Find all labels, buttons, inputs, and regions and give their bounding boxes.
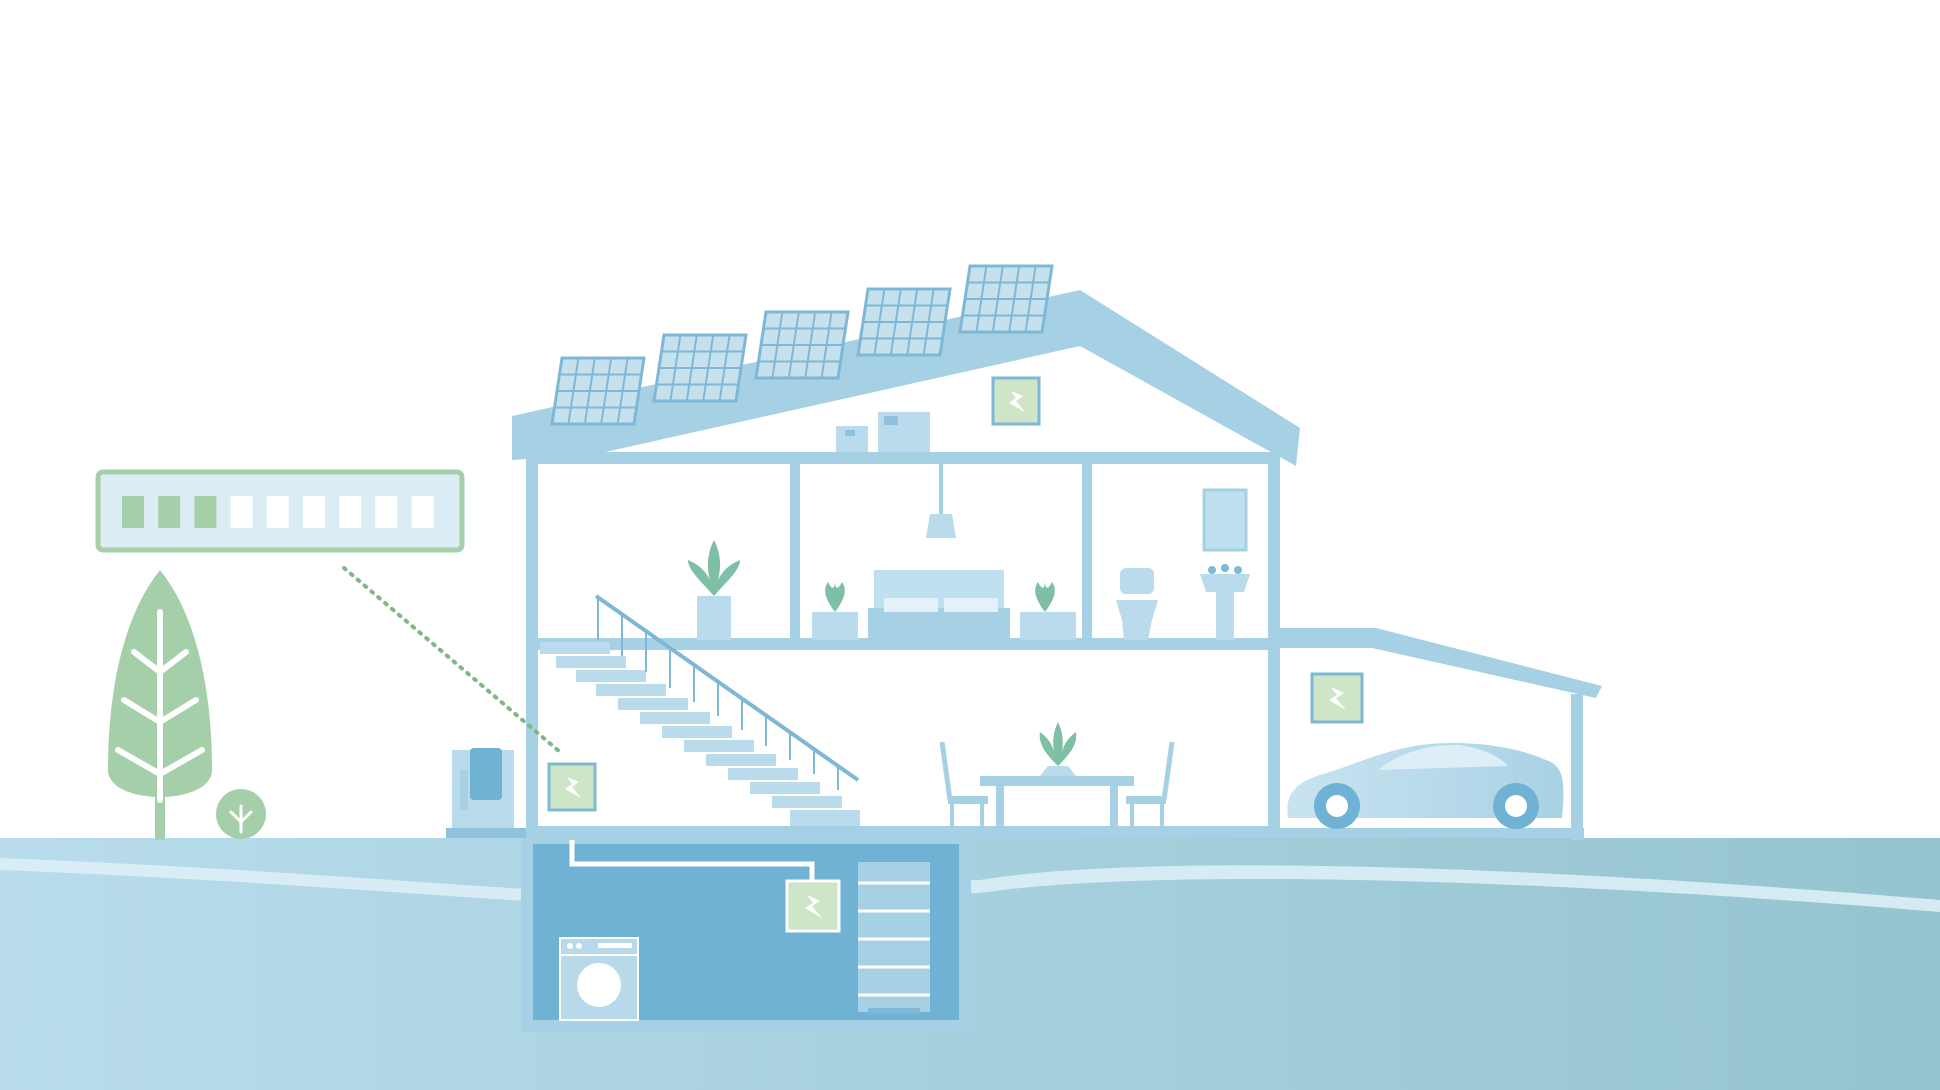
basement	[521, 832, 971, 1032]
mirror-icon	[1202, 488, 1248, 552]
solar-panel-icon	[550, 356, 646, 426]
gauge-segment-empty	[411, 496, 434, 528]
toilet-icon	[1116, 568, 1158, 640]
gauge-segment-empty	[230, 496, 253, 528]
connection-dotted-line	[342, 566, 562, 754]
solar-panel-icon	[652, 333, 748, 403]
heat-pump-icon	[446, 748, 526, 838]
plant-icon	[688, 540, 740, 640]
gauge-segment-empty	[303, 496, 325, 528]
gauge-segment-filled	[158, 496, 181, 528]
tree-icon	[108, 570, 212, 840]
bedroom	[812, 464, 1076, 640]
gauge-segment-empty	[266, 496, 289, 528]
plant-icon	[1039, 722, 1077, 776]
battery-stack-icon	[858, 862, 930, 1014]
gauge-segment-filled	[122, 496, 144, 528]
shrub-icon	[216, 789, 266, 839]
sink-icon	[1200, 564, 1250, 640]
solar-panel-icon	[958, 264, 1054, 334]
chair-icon	[1126, 741, 1175, 826]
garage-energy-monitor	[1310, 672, 1364, 724]
lightning-icon	[1009, 391, 1025, 412]
basement-energy-monitor	[785, 879, 841, 933]
gauge-segment-filled	[194, 496, 217, 528]
attic-energy-monitor	[991, 376, 1041, 426]
bathroom	[1116, 488, 1250, 640]
lightning-icon	[565, 777, 581, 798]
staircase	[540, 594, 860, 826]
lightning-icon	[805, 895, 822, 918]
battery-gauge	[95, 469, 465, 553]
dining-area	[939, 722, 1175, 826]
solar-panel-icon	[754, 310, 850, 380]
washing-machine-icon	[559, 937, 639, 1021]
car-icon	[1287, 742, 1564, 829]
entry-energy-monitor	[547, 762, 597, 812]
gauge-segment-empty	[375, 496, 398, 528]
house	[512, 290, 1300, 838]
chair-icon	[939, 741, 988, 826]
solar-panel-array	[550, 264, 1054, 426]
table-icon	[980, 776, 1134, 826]
solar-panel-icon	[856, 287, 952, 357]
gauge-segment-empty	[339, 496, 362, 528]
lightning-icon	[1329, 687, 1346, 710]
carport	[1274, 628, 1602, 840]
bed-icon	[868, 570, 1010, 640]
lamp-icon	[926, 514, 956, 538]
